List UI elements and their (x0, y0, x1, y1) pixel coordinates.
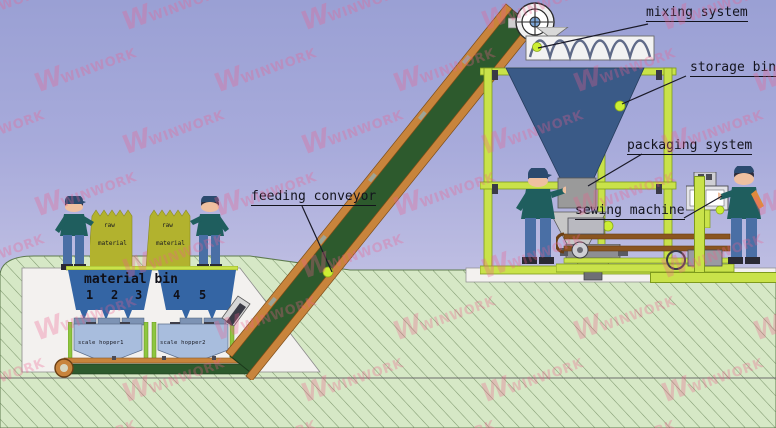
raw-material-right-line2: material (156, 240, 185, 247)
feeding-conveyor (221, 3, 533, 380)
scale-hopper-2-label: scale hopper2 (160, 340, 206, 346)
raw-material-left-line1: raw (104, 222, 115, 229)
callout-packaging-system: packaging system (627, 138, 753, 155)
material-bin-group (66, 266, 238, 326)
worker-left-1 (55, 196, 94, 270)
scale-hopper-1-label: scale hopper1 (78, 340, 124, 346)
raw-material-left-line2: material (98, 240, 127, 247)
raw-material-group (90, 209, 191, 268)
bin-number-5: 5 (199, 288, 207, 302)
right-base-beam (650, 272, 776, 283)
bin-number-1: 1 (86, 288, 94, 302)
worker-right (718, 166, 764, 264)
worker-left-2 (190, 196, 229, 270)
material-bin-label: material bin (84, 272, 178, 287)
callout-storage-bin: storage bin (690, 60, 776, 77)
raw-material-right-line1: raw (162, 222, 173, 229)
bin-number-4: 4 (173, 288, 181, 302)
callout-feeding-conveyor: feeding conveyor (251, 189, 377, 206)
callout-sewing-machine: sewing machine (575, 203, 685, 220)
mixing-system (525, 27, 655, 62)
worker-mid (516, 168, 566, 264)
right-support-column (694, 176, 705, 282)
bin-number-3: 3 (135, 288, 143, 302)
bin-number-2: 2 (111, 288, 119, 302)
callout-mixing-system: mixing system (646, 5, 748, 22)
